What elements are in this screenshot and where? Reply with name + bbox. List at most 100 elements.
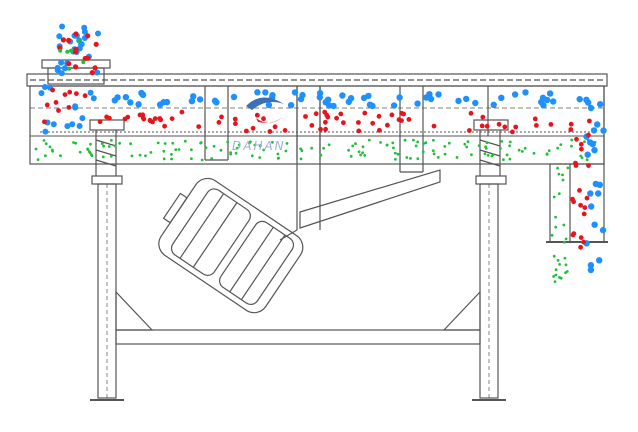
medium-particle	[62, 92, 68, 97]
medium-particle	[323, 126, 328, 132]
coarse-particle	[591, 147, 598, 154]
fine-particle	[51, 149, 54, 153]
coarse-particle	[316, 89, 324, 97]
coarse-particle	[522, 89, 529, 96]
coarse-particle	[511, 91, 519, 98]
fine-particle	[391, 141, 395, 145]
medium-particle	[66, 61, 72, 67]
medium-particle	[323, 119, 328, 125]
medium-particle	[579, 146, 584, 152]
fine-particle	[570, 144, 573, 148]
fine-particle	[347, 148, 350, 152]
medium-particle	[577, 188, 582, 193]
fine-particle	[520, 150, 524, 153]
medium-particle	[534, 123, 539, 128]
coarse-particle	[78, 41, 85, 48]
medium-particle	[587, 118, 592, 124]
medium-particle	[578, 202, 583, 208]
medium-particle	[431, 123, 437, 129]
fine-particle	[558, 263, 561, 266]
coarse-particle	[365, 92, 372, 100]
coarse-particle	[287, 102, 295, 109]
fine-particle	[109, 154, 113, 158]
medium-particle	[370, 120, 376, 126]
medium-particle	[532, 116, 538, 122]
coarse-particle	[427, 95, 435, 103]
fine-particle	[113, 144, 117, 148]
fine-particle	[566, 166, 570, 170]
fine-particle	[67, 66, 72, 71]
medium-particle	[272, 124, 278, 130]
medium-particle	[582, 205, 588, 211]
fine-particle	[552, 195, 556, 199]
fine-particle	[463, 142, 467, 146]
fine-particle	[505, 153, 509, 157]
particle-layer	[34, 23, 607, 283]
fine-particle	[300, 149, 304, 153]
medium-particle	[385, 122, 390, 128]
fine-particle	[554, 268, 558, 272]
fine-particle	[354, 142, 357, 146]
coarse-particle	[435, 91, 442, 98]
coarse-particle	[540, 102, 547, 109]
medium-particle	[85, 33, 91, 39]
coarse-particle	[347, 95, 355, 102]
coarse-particle	[90, 95, 97, 102]
medium-particle	[82, 93, 88, 99]
coarse-particle	[369, 102, 376, 110]
fine-particle	[392, 146, 395, 150]
coarse-particle	[127, 99, 134, 106]
coarse-particle	[211, 97, 219, 105]
coarse-particle	[587, 190, 594, 197]
fine-particle	[424, 141, 428, 145]
medium-particle	[53, 100, 59, 105]
medium-particle	[338, 111, 344, 117]
medium-particle	[97, 119, 103, 125]
medium-particle	[356, 120, 361, 125]
fine-particle	[250, 154, 254, 158]
fine-particle	[508, 140, 512, 144]
coarse-particle	[42, 128, 49, 135]
medium-particle	[362, 110, 368, 116]
coarse-particle	[330, 102, 337, 110]
fine-particle	[470, 153, 473, 157]
fine-particle	[432, 152, 436, 156]
coarse-particle	[122, 94, 130, 101]
fine-particle	[276, 157, 280, 160]
coarse-particle	[490, 101, 497, 109]
coarse-particle	[81, 28, 88, 35]
medium-particle	[89, 70, 95, 76]
fine-particle	[554, 225, 558, 229]
fine-particle	[486, 153, 490, 157]
coarse-particle	[591, 221, 598, 228]
coarse-particle	[426, 91, 433, 98]
fine-particle	[163, 142, 167, 145]
fine-particle	[349, 154, 353, 158]
fine-particle	[204, 146, 208, 150]
coarse-particle	[324, 96, 332, 103]
logo-swoosh-red	[256, 112, 288, 123]
fine-particle	[171, 141, 175, 145]
fine-particle	[547, 149, 551, 153]
coarse-particle	[230, 93, 238, 101]
fine-particle	[149, 151, 153, 154]
medium-particle	[496, 121, 502, 127]
coarse-particle	[135, 101, 142, 108]
fine-particle	[414, 144, 418, 148]
fine-particle	[74, 141, 78, 145]
fine-particle	[36, 158, 40, 162]
coarse-particle	[498, 94, 505, 102]
fine-particle	[226, 140, 230, 144]
medium-particle	[479, 123, 485, 129]
fine-particle	[58, 48, 63, 53]
medium-particle	[92, 65, 98, 71]
medium-particle	[233, 121, 238, 127]
coarse-particle	[59, 23, 66, 30]
fine-particle	[253, 143, 257, 147]
fine-particle	[393, 151, 397, 155]
medium-particle	[267, 129, 273, 134]
fine-particle	[517, 148, 521, 152]
fine-particle	[118, 141, 122, 145]
coarse-particle	[190, 93, 197, 100]
coarse-particle	[543, 96, 551, 104]
